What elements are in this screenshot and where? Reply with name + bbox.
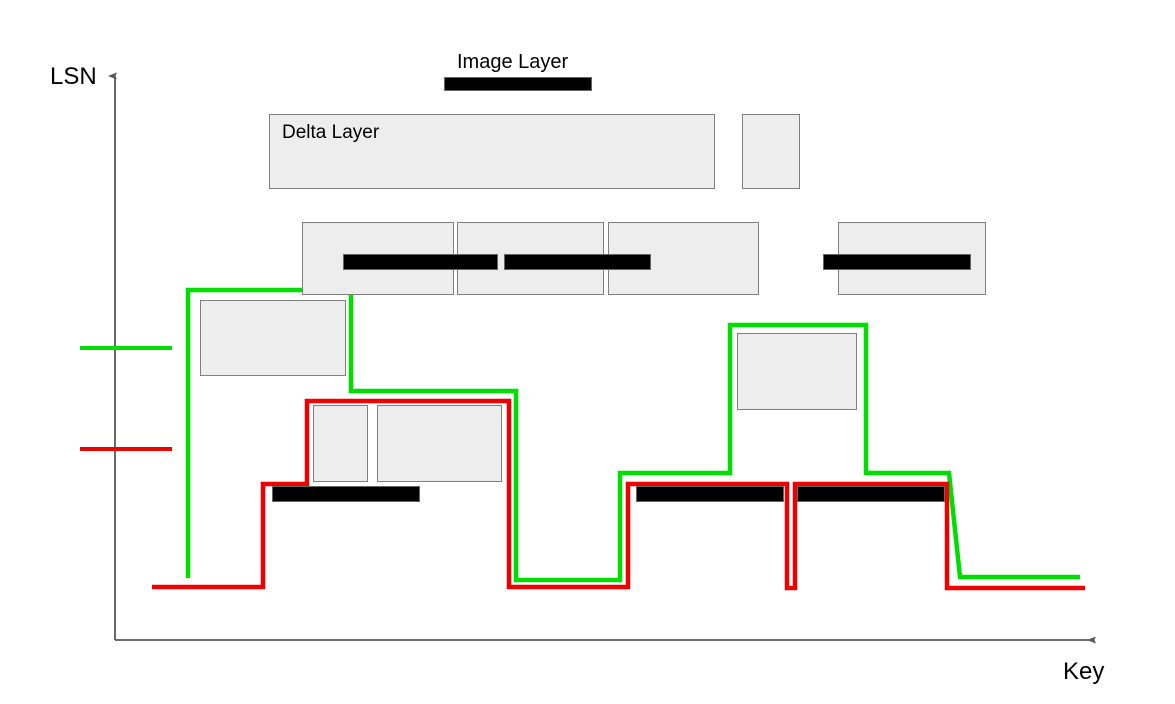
- layer-box-red-small: [313, 405, 368, 482]
- image-bar-top: [444, 77, 592, 91]
- image-bar-r2-far-right: [823, 254, 971, 270]
- image-bar-r2-left: [343, 254, 498, 270]
- image-bar-red-step: [272, 486, 420, 502]
- red-lsn-tick: [80, 447, 172, 451]
- delta-layer-label: Delta Layer: [282, 122, 380, 143]
- layer-box-green-right: [737, 333, 857, 410]
- y-axis-label: LSN: [50, 63, 97, 90]
- image-layer-label: Image Layer: [457, 51, 569, 73]
- image-bar-bottom-right: [797, 486, 945, 502]
- green-lsn-step-line: [185, 287, 1080, 583]
- delta-layer-box-right: [742, 114, 800, 189]
- image-bar-bottom-left: [636, 486, 784, 502]
- red-lsn-step-line: [152, 398, 1085, 591]
- layer-box-green-left: [200, 300, 346, 376]
- green-lsn-tick: [80, 346, 172, 350]
- x-axis-label: Key: [1063, 658, 1105, 685]
- delta-layer-box-main: [269, 114, 715, 189]
- image-bar-r2-right: [504, 254, 651, 270]
- layer-box-red-wide: [377, 405, 502, 482]
